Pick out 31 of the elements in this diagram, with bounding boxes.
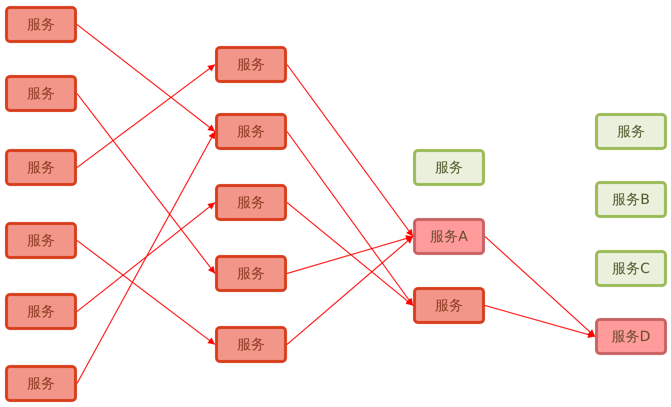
service-box: 服务 (215, 326, 287, 363)
service-box: 服务 (215, 184, 287, 221)
arrow (484, 236, 596, 337)
service-box: 服务B (595, 181, 667, 218)
service-box: 服务 (5, 222, 77, 259)
arrow (76, 64, 216, 168)
arrow (286, 236, 414, 345)
arrow (286, 202, 414, 306)
service-box: 服务 (5, 365, 77, 402)
arrow (76, 24, 216, 132)
arrow (76, 202, 216, 312)
service-box: 服务 (413, 287, 485, 324)
service-box: 服务 (5, 293, 77, 330)
service-box: 服务 (5, 6, 77, 43)
service-box: 服务D (595, 318, 667, 355)
arrow (286, 235, 414, 274)
arrow (76, 93, 216, 274)
arrow (76, 240, 216, 345)
arrow (76, 131, 216, 384)
arrow (286, 131, 414, 306)
service-box: 服务 (215, 113, 287, 150)
service-box: 服务 (215, 46, 287, 83)
service-box: 服务 (595, 113, 667, 150)
service-box: 服务A (413, 218, 485, 255)
service-box: 服务 (5, 149, 77, 186)
arrow (484, 305, 596, 338)
service-box: 服务 (5, 75, 77, 112)
arrow (286, 64, 414, 237)
service-box: 服务 (215, 255, 287, 292)
service-box: 服务 (413, 149, 485, 186)
service-box: 服务C (595, 250, 667, 287)
